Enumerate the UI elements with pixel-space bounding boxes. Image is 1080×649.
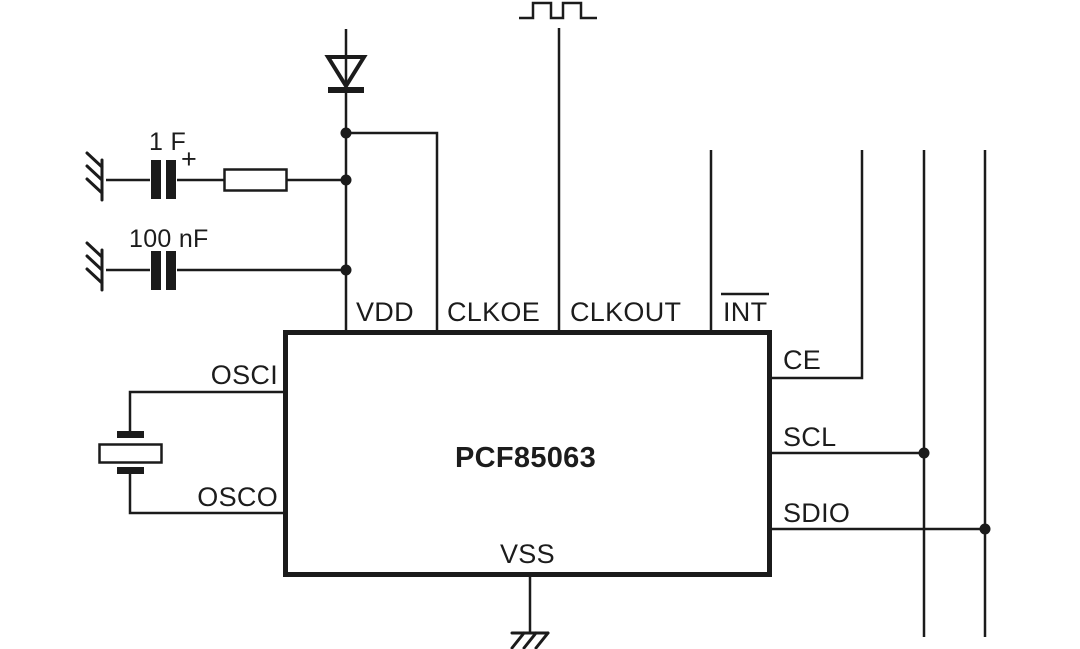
- pin-label-clkout: CLKOUT: [570, 297, 681, 327]
- pin-label-vss: VSS: [500, 539, 555, 569]
- decoupling-capacitor-symbol: [151, 251, 176, 290]
- decoupling-capacitor-value: 100 nF: [129, 225, 209, 253]
- ground-hatch: [85, 267, 104, 285]
- ground-hatch: [522, 631, 538, 649]
- polarity-plus-mark: +: [181, 144, 197, 174]
- junction-dot: [340, 174, 352, 186]
- wire-clkoe-riser: [346, 131, 439, 331]
- diode-triangle: [324, 55, 368, 90]
- chip-part-number: PCF85063: [455, 442, 596, 474]
- pin-label-clkoe: CLKOE: [447, 297, 540, 327]
- crystal-symbol: [98, 431, 163, 474]
- diode-symbol: [324, 55, 368, 93]
- pin-label-osco: OSCO: [197, 482, 278, 512]
- ground-hatch: [510, 631, 526, 649]
- crystal-electrode: [117, 431, 144, 438]
- capacitor-plate: [151, 251, 161, 290]
- junction-dot: [918, 447, 930, 459]
- wire-osco: [128, 474, 288, 515]
- ground-hatch: [85, 254, 104, 272]
- backup-capacitor-symbol: [151, 160, 176, 199]
- pin-label-ce: CE: [783, 345, 821, 375]
- square-wave-icon: [519, 1, 597, 20]
- ground-symbol: [85, 241, 104, 292]
- resistor-symbol: [223, 168, 288, 192]
- pin-label-int: INT: [723, 297, 767, 327]
- capacitor-plate: [166, 251, 176, 290]
- chip-body: [283, 330, 772, 577]
- capacitor-plate: [166, 160, 176, 199]
- junction-dot: [340, 264, 352, 276]
- wire-osci: [128, 390, 288, 431]
- junction-dot: [340, 127, 352, 139]
- junction-dot: [979, 523, 991, 535]
- ground-symbol: [510, 631, 550, 649]
- ground-symbol: [85, 151, 104, 202]
- backup-capacitor-value: 1 F: [149, 128, 186, 156]
- ground-hatch: [534, 631, 550, 649]
- wire-ce: [770, 150, 864, 380]
- pin-label-vdd: VDD: [356, 297, 414, 327]
- pin-label-scl: SCL: [783, 422, 836, 452]
- capacitor-plate: [151, 160, 161, 199]
- ground-hatch: [85, 241, 104, 259]
- ground-hatch: [85, 177, 104, 195]
- ground-hatch: [85, 164, 104, 182]
- ground-hatch: [85, 151, 104, 169]
- pin-label-osci: OSCI: [211, 360, 278, 390]
- crystal-body: [98, 443, 163, 464]
- pin-label-sdio: SDIO: [783, 498, 850, 528]
- crystal-electrode: [117, 467, 144, 474]
